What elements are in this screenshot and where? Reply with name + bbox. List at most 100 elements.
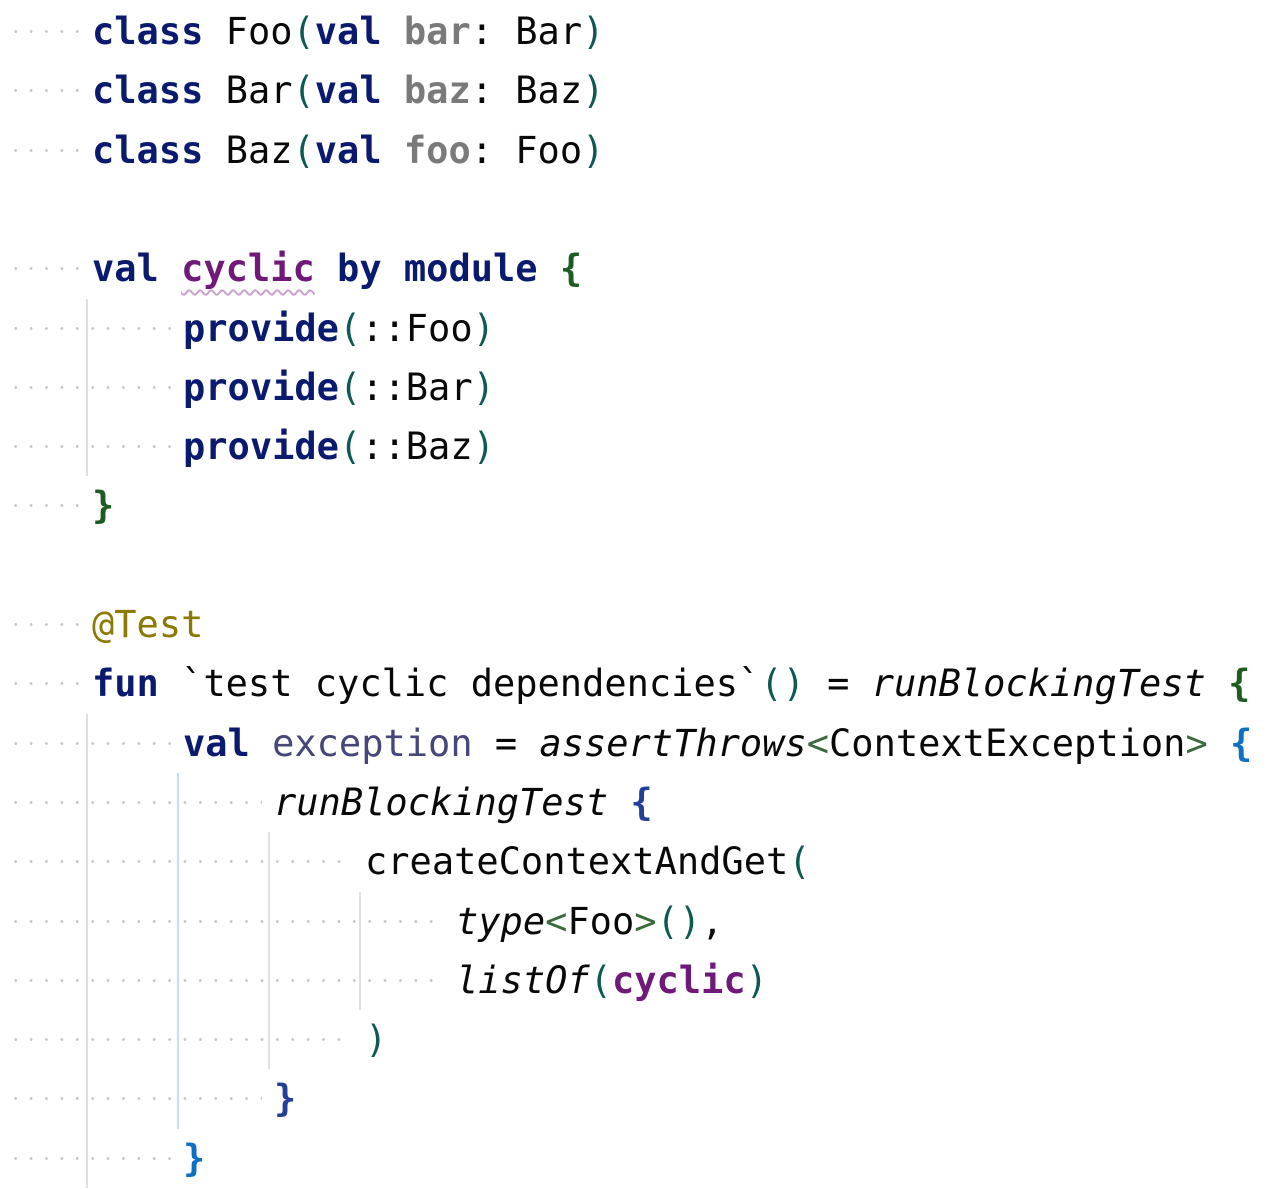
code-token: ( bbox=[338, 365, 362, 409]
code-token: listOf bbox=[456, 958, 590, 1002]
code-token: fun bbox=[92, 662, 159, 706]
code-text: class Foo(val bar: Bar) bbox=[92, 2, 604, 61]
whitespace-dots bbox=[8, 326, 171, 330]
code-token: } bbox=[92, 484, 115, 528]
code-token: ) bbox=[582, 69, 605, 113]
whitespace-dots bbox=[8, 385, 171, 389]
code-token: < bbox=[806, 721, 830, 765]
code-token: val bbox=[183, 721, 250, 765]
code-token: val bbox=[314, 128, 382, 172]
code-token bbox=[382, 247, 404, 290]
code-token: > bbox=[634, 899, 657, 943]
whitespace-dots bbox=[8, 1038, 353, 1042]
indent-guide bbox=[268, 832, 270, 1070]
code-token bbox=[608, 781, 630, 824]
code-token bbox=[382, 10, 404, 53]
code-token: runBlockingTest bbox=[274, 780, 609, 824]
code-line[interactable]: createContextAndGet( bbox=[0, 832, 1280, 891]
code-line[interactable]: class Bar(val baz: Baz) bbox=[0, 61, 1280, 120]
code-token bbox=[1208, 722, 1230, 765]
code-line[interactable]: provide(::Baz) bbox=[0, 417, 1280, 476]
code-token: :: bbox=[361, 365, 406, 409]
code-token bbox=[250, 722, 272, 765]
code-token: bar bbox=[403, 10, 471, 53]
code-token: ) bbox=[472, 425, 495, 469]
code-line[interactable] bbox=[0, 536, 1280, 595]
code-token: { bbox=[559, 247, 583, 291]
code-token: () bbox=[656, 899, 702, 943]
code-token: ( bbox=[338, 425, 362, 469]
code-token: provide bbox=[183, 425, 339, 469]
code-token: type bbox=[456, 899, 546, 943]
code-line[interactable]: type<Foo>(), bbox=[0, 892, 1280, 951]
whitespace-dots bbox=[8, 89, 80, 93]
code-token bbox=[382, 69, 404, 112]
code-line[interactable]: } bbox=[0, 476, 1280, 535]
code-token: , bbox=[701, 899, 724, 943]
whitespace-dots bbox=[8, 267, 80, 271]
code-line[interactable]: provide(::Bar) bbox=[0, 358, 1280, 417]
code-token: ContextException bbox=[829, 721, 1186, 765]
indent-guide bbox=[86, 713, 88, 1188]
whitespace-dots bbox=[8, 445, 171, 449]
code-token: : bbox=[470, 128, 516, 172]
code-line[interactable]: class Foo(val bar: Bar) bbox=[0, 2, 1280, 61]
code-line[interactable]: @Test bbox=[0, 595, 1280, 654]
code-line[interactable] bbox=[0, 180, 1280, 239]
code-text: runBlockingTest { bbox=[274, 773, 653, 832]
code-token: val bbox=[314, 69, 382, 113]
code-token: provide bbox=[183, 306, 339, 350]
whitespace-dots bbox=[8, 504, 80, 508]
code-line[interactable]: ) bbox=[0, 1010, 1280, 1069]
code-token: val bbox=[92, 247, 159, 291]
code-token: provide bbox=[183, 365, 339, 409]
code-token: : bbox=[470, 69, 516, 113]
code-token: } bbox=[274, 1077, 297, 1121]
code-token: `test cyclic dependencies` bbox=[181, 662, 761, 706]
code-token: () bbox=[760, 662, 805, 706]
code-token: class bbox=[92, 69, 204, 113]
whitespace-dots bbox=[8, 30, 80, 33]
code-line[interactable]: runBlockingTest { bbox=[0, 773, 1280, 832]
code-token: runBlockingTest bbox=[871, 662, 1206, 706]
code-token: { bbox=[1228, 662, 1251, 706]
code-token: ( bbox=[338, 306, 362, 350]
code-token: Bar bbox=[225, 69, 293, 113]
whitespace-dots bbox=[8, 1156, 171, 1160]
whitespace-dots bbox=[8, 1097, 262, 1101]
code-token: val bbox=[314, 10, 382, 53]
code-token bbox=[159, 247, 181, 290]
code-token: ( bbox=[589, 958, 612, 1002]
code-token: cyclic bbox=[611, 958, 746, 1002]
code-line[interactable]: } bbox=[0, 1129, 1280, 1188]
code-token bbox=[1206, 662, 1228, 705]
code-token: > bbox=[1185, 721, 1208, 765]
code-text: @Test bbox=[92, 595, 203, 654]
code-text: listOf(cyclic) bbox=[456, 951, 768, 1010]
code-token: < bbox=[545, 899, 568, 943]
code-line[interactable]: fun `test cyclic dependencies`() = runBl… bbox=[0, 654, 1280, 713]
code-token: Foo bbox=[225, 10, 293, 53]
code-token bbox=[538, 247, 560, 290]
code-line[interactable]: val exception = assertThrows<ContextExce… bbox=[0, 714, 1280, 773]
code-text: } bbox=[274, 1069, 296, 1128]
code-token: Foo bbox=[515, 128, 583, 172]
code-token: exception bbox=[272, 721, 473, 765]
code-line[interactable]: listOf(cyclic) bbox=[0, 951, 1280, 1010]
code-line[interactable]: } bbox=[0, 1069, 1280, 1128]
code-line[interactable]: class Baz(val foo: Foo) bbox=[0, 121, 1280, 180]
code-token bbox=[203, 129, 225, 172]
code-line[interactable]: val cyclic by module { bbox=[0, 239, 1280, 298]
code-token bbox=[159, 662, 181, 705]
whitespace-dots bbox=[8, 978, 444, 982]
code-token: { bbox=[1230, 721, 1253, 765]
code-token: : bbox=[470, 10, 516, 53]
code-token: cyclic bbox=[181, 247, 315, 291]
code-text: val cyclic by module { bbox=[92, 239, 582, 298]
code-line[interactable]: provide(::Foo) bbox=[0, 299, 1280, 358]
code-text: ) bbox=[365, 1010, 387, 1069]
code-text: } bbox=[92, 476, 114, 535]
code-token: class bbox=[92, 128, 204, 172]
code-text: } bbox=[183, 1129, 205, 1188]
